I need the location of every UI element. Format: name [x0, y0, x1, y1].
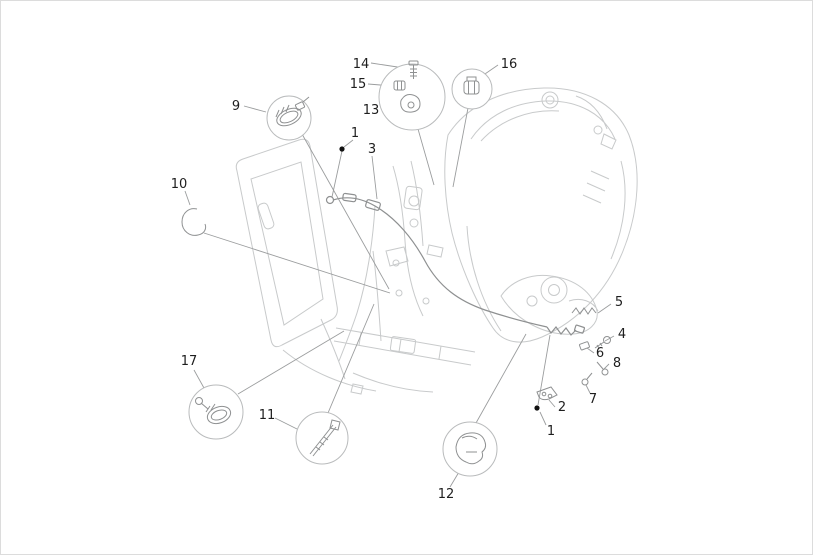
cowl-handle — [257, 202, 275, 230]
part-label-3: 3 — [368, 142, 376, 157]
scooter-floorboard — [333, 327, 476, 395]
fuel-cap — [541, 91, 559, 109]
part-glyphs — [181, 60, 611, 465]
cable-loop-end — [325, 195, 335, 205]
part-label-1-top: 1 — [351, 126, 359, 141]
part-label-8: 8 — [613, 356, 621, 371]
part-label-1-bottom: 1 — [547, 424, 555, 439]
part-label-9: 9 — [232, 99, 240, 114]
part-label-2: 2 — [558, 400, 566, 415]
callout-circle-12 — [442, 421, 498, 477]
scooter-front-body — [444, 87, 638, 343]
screw-icon — [408, 60, 419, 79]
callout-leader-lines — [203, 107, 551, 424]
screw-4-icon — [594, 336, 611, 349]
scooter-line-art — [235, 87, 638, 395]
clip-icon — [393, 80, 406, 91]
scooter-side-cowl — [235, 138, 377, 392]
fuel-cap-inner — [545, 95, 555, 105]
part-label-12: 12 — [438, 487, 455, 502]
part-label-4: 4 — [618, 327, 626, 342]
band-clamp-icon — [275, 96, 310, 127]
part-label-5: 5 — [615, 295, 623, 310]
cable-adjuster-2 — [365, 199, 381, 211]
ref-dot-top — [339, 146, 345, 152]
scooter-frame — [320, 160, 444, 380]
screw-8-icon — [596, 361, 609, 376]
part-label-7: 7 — [589, 392, 597, 407]
part-label-10: 10 — [171, 177, 188, 192]
screw-clamp-icon — [195, 397, 232, 425]
cable-tie-icon — [309, 419, 341, 457]
sleeve-icon — [578, 341, 590, 351]
scooter-engine — [500, 274, 599, 335]
floor-box — [389, 336, 417, 354]
rubber-boot-icon — [455, 432, 487, 465]
bracket-icon — [536, 386, 558, 401]
part-label-11: 11 — [259, 408, 276, 423]
cable-end-spring — [546, 326, 577, 336]
part-label-6: 6 — [596, 346, 604, 361]
part-label-16: 16 — [501, 57, 518, 72]
callout-circle-9 — [266, 95, 312, 141]
clutch-hub — [540, 276, 568, 304]
reference-dots — [339, 146, 540, 411]
callout-rings — [188, 63, 498, 477]
cable-end-cap — [573, 324, 586, 334]
cable-run — [332, 197, 548, 328]
spring-icon — [571, 307, 597, 315]
cable-holder-icon — [400, 94, 421, 113]
cable-hook-icon — [181, 208, 207, 236]
part-number-labels: 14 15 13 16 9 1 3 10 5 4 6 8 7 2 1 17 11… — [171, 57, 626, 502]
part-label-14: 14 — [353, 57, 370, 72]
ref-dot-bottom — [534, 405, 540, 411]
retainer-clip-icon — [463, 76, 480, 95]
part-label-17: 17 — [181, 354, 198, 369]
screw-7-icon — [581, 372, 593, 386]
callout-circle-13-14-15 — [378, 63, 446, 131]
part-label-15: 15 — [350, 77, 367, 92]
steering-head — [403, 185, 423, 211]
transmission-cable-assembly — [325, 192, 586, 336]
callout-circle-16 — [451, 68, 493, 110]
cable-adjuster-1 — [342, 192, 357, 203]
part-label-13: 13 — [363, 103, 380, 118]
callout-circle-11 — [295, 411, 349, 465]
callout-circle-17 — [188, 384, 244, 440]
body-detail-circle — [593, 125, 603, 135]
